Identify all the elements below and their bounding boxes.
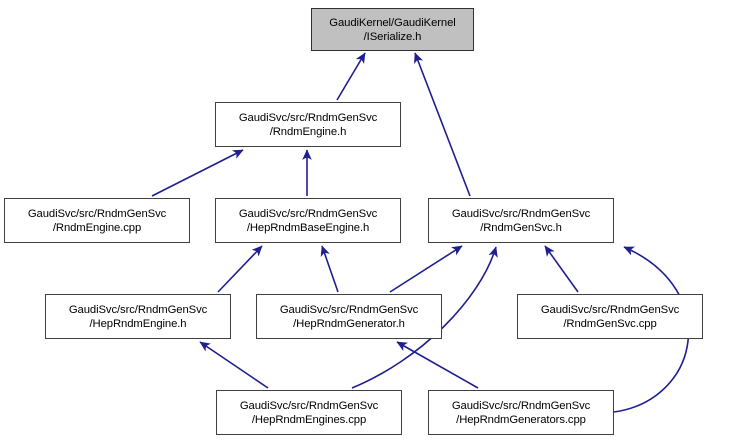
node-label-line2: /RndmEngine.h: [269, 125, 347, 138]
node-label-line1: GaudiSvc/src/RndmGenSvc: [451, 207, 591, 220]
edge-heprndmgenerator-h-to-rndmgensvc-h: [389, 245, 463, 293]
edge-heprndmengines-cpp-to-rndmgensvc-h: [351, 246, 498, 389]
node-label-line1: GaudiSvc/src/RndmGenSvc: [27, 207, 167, 220]
node-label-line2: /HepRndmEngines.cpp: [251, 413, 367, 426]
edge-heprndmengines-cpp-to-heprndmengine-h: [199, 341, 269, 389]
edges-group: [151, 52, 690, 413]
node-label-line1: GaudiSvc/src/RndmGenSvc: [279, 303, 419, 316]
edge-heprndmgenerators-cpp-to-heprndmgenerator-h: [396, 341, 479, 389]
node-label-line2: /RndmGenSvc.h: [480, 221, 562, 234]
edge-heprndmgenerators-cpp-to-rndmgensvc-h: [613, 246, 690, 413]
edge-rndmgensvc-cpp-to-rndmgensvc-h: [544, 245, 579, 293]
edge-heprndmengine-h-to-heprndmbaseengine-h: [217, 245, 263, 293]
node-label-line1: GaudiSvc/src/RndmGenSvc: [238, 111, 378, 124]
node-heprndmengine-h[interactable]: GaudiSvc/src/RndmGenSvc/HepRndmEngine.h: [45, 294, 231, 339]
edge-rndmgensvc-h-to-iserialize: [414, 52, 471, 197]
node-rndmgensvc-h[interactable]: GaudiSvc/src/RndmGenSvc/RndmGenSvc.h: [428, 198, 614, 243]
node-heprndmbaseengine-h[interactable]: GaudiSvc/src/RndmGenSvc/HepRndmBaseEngin…: [215, 198, 401, 243]
node-heprndmgenerator-h[interactable]: GaudiSvc/src/RndmGenSvc/HepRndmGenerator…: [256, 294, 442, 339]
node-label-line1: GaudiKernel/GaudiKernel: [329, 16, 456, 29]
edge-rndmengine-cpp-to-rndmengine-h: [151, 149, 244, 197]
node-label-line1: GaudiSvc/src/RndmGenSvc: [451, 399, 591, 412]
node-label-line1: GaudiSvc/src/RndmGenSvc: [238, 207, 378, 220]
edge-heprndmgenerator-h-to-heprndmbaseengine-h: [320, 245, 339, 293]
node-heprndmengines-cpp[interactable]: GaudiSvc/src/RndmGenSvc/HepRndmEngines.c…: [216, 390, 402, 435]
node-iserialize[interactable]: GaudiKernel/GaudiKernel/ISerialize.h: [311, 8, 474, 51]
node-rndmengine-cpp[interactable]: GaudiSvc/src/RndmGenSvc/RndmEngine.cpp: [4, 198, 190, 243]
edge-rndmengine-h-to-iserialize: [336, 52, 366, 101]
node-label-line2: /RndmGenSvc.cpp: [563, 317, 657, 330]
node-label-line1: GaudiSvc/src/RndmGenSvc: [239, 399, 379, 412]
node-rndmgensvc-cpp[interactable]: GaudiSvc/src/RndmGenSvc/RndmGenSvc.cpp: [517, 294, 703, 339]
node-label-line2: /HepRndmEngine.h: [89, 317, 187, 330]
node-label-line2: /HepRndmGenerator.h: [293, 317, 405, 330]
node-label-line2: /ISerialize.h: [363, 30, 422, 43]
node-heprndmgenerators-cpp[interactable]: GaudiSvc/src/RndmGenSvc/HepRndmGenerator…: [428, 390, 614, 435]
node-label-line1: GaudiSvc/src/RndmGenSvc: [540, 303, 680, 316]
node-label-line2: /HepRndmBaseEngine.h: [246, 221, 370, 234]
node-label-line2: /RndmEngine.cpp: [52, 221, 142, 234]
node-label-line2: /HepRndmGenerators.cpp: [456, 413, 586, 426]
node-rndmengine-h[interactable]: GaudiSvc/src/RndmGenSvc/RndmEngine.h: [215, 102, 401, 147]
node-label-line1: GaudiSvc/src/RndmGenSvc: [68, 303, 208, 316]
